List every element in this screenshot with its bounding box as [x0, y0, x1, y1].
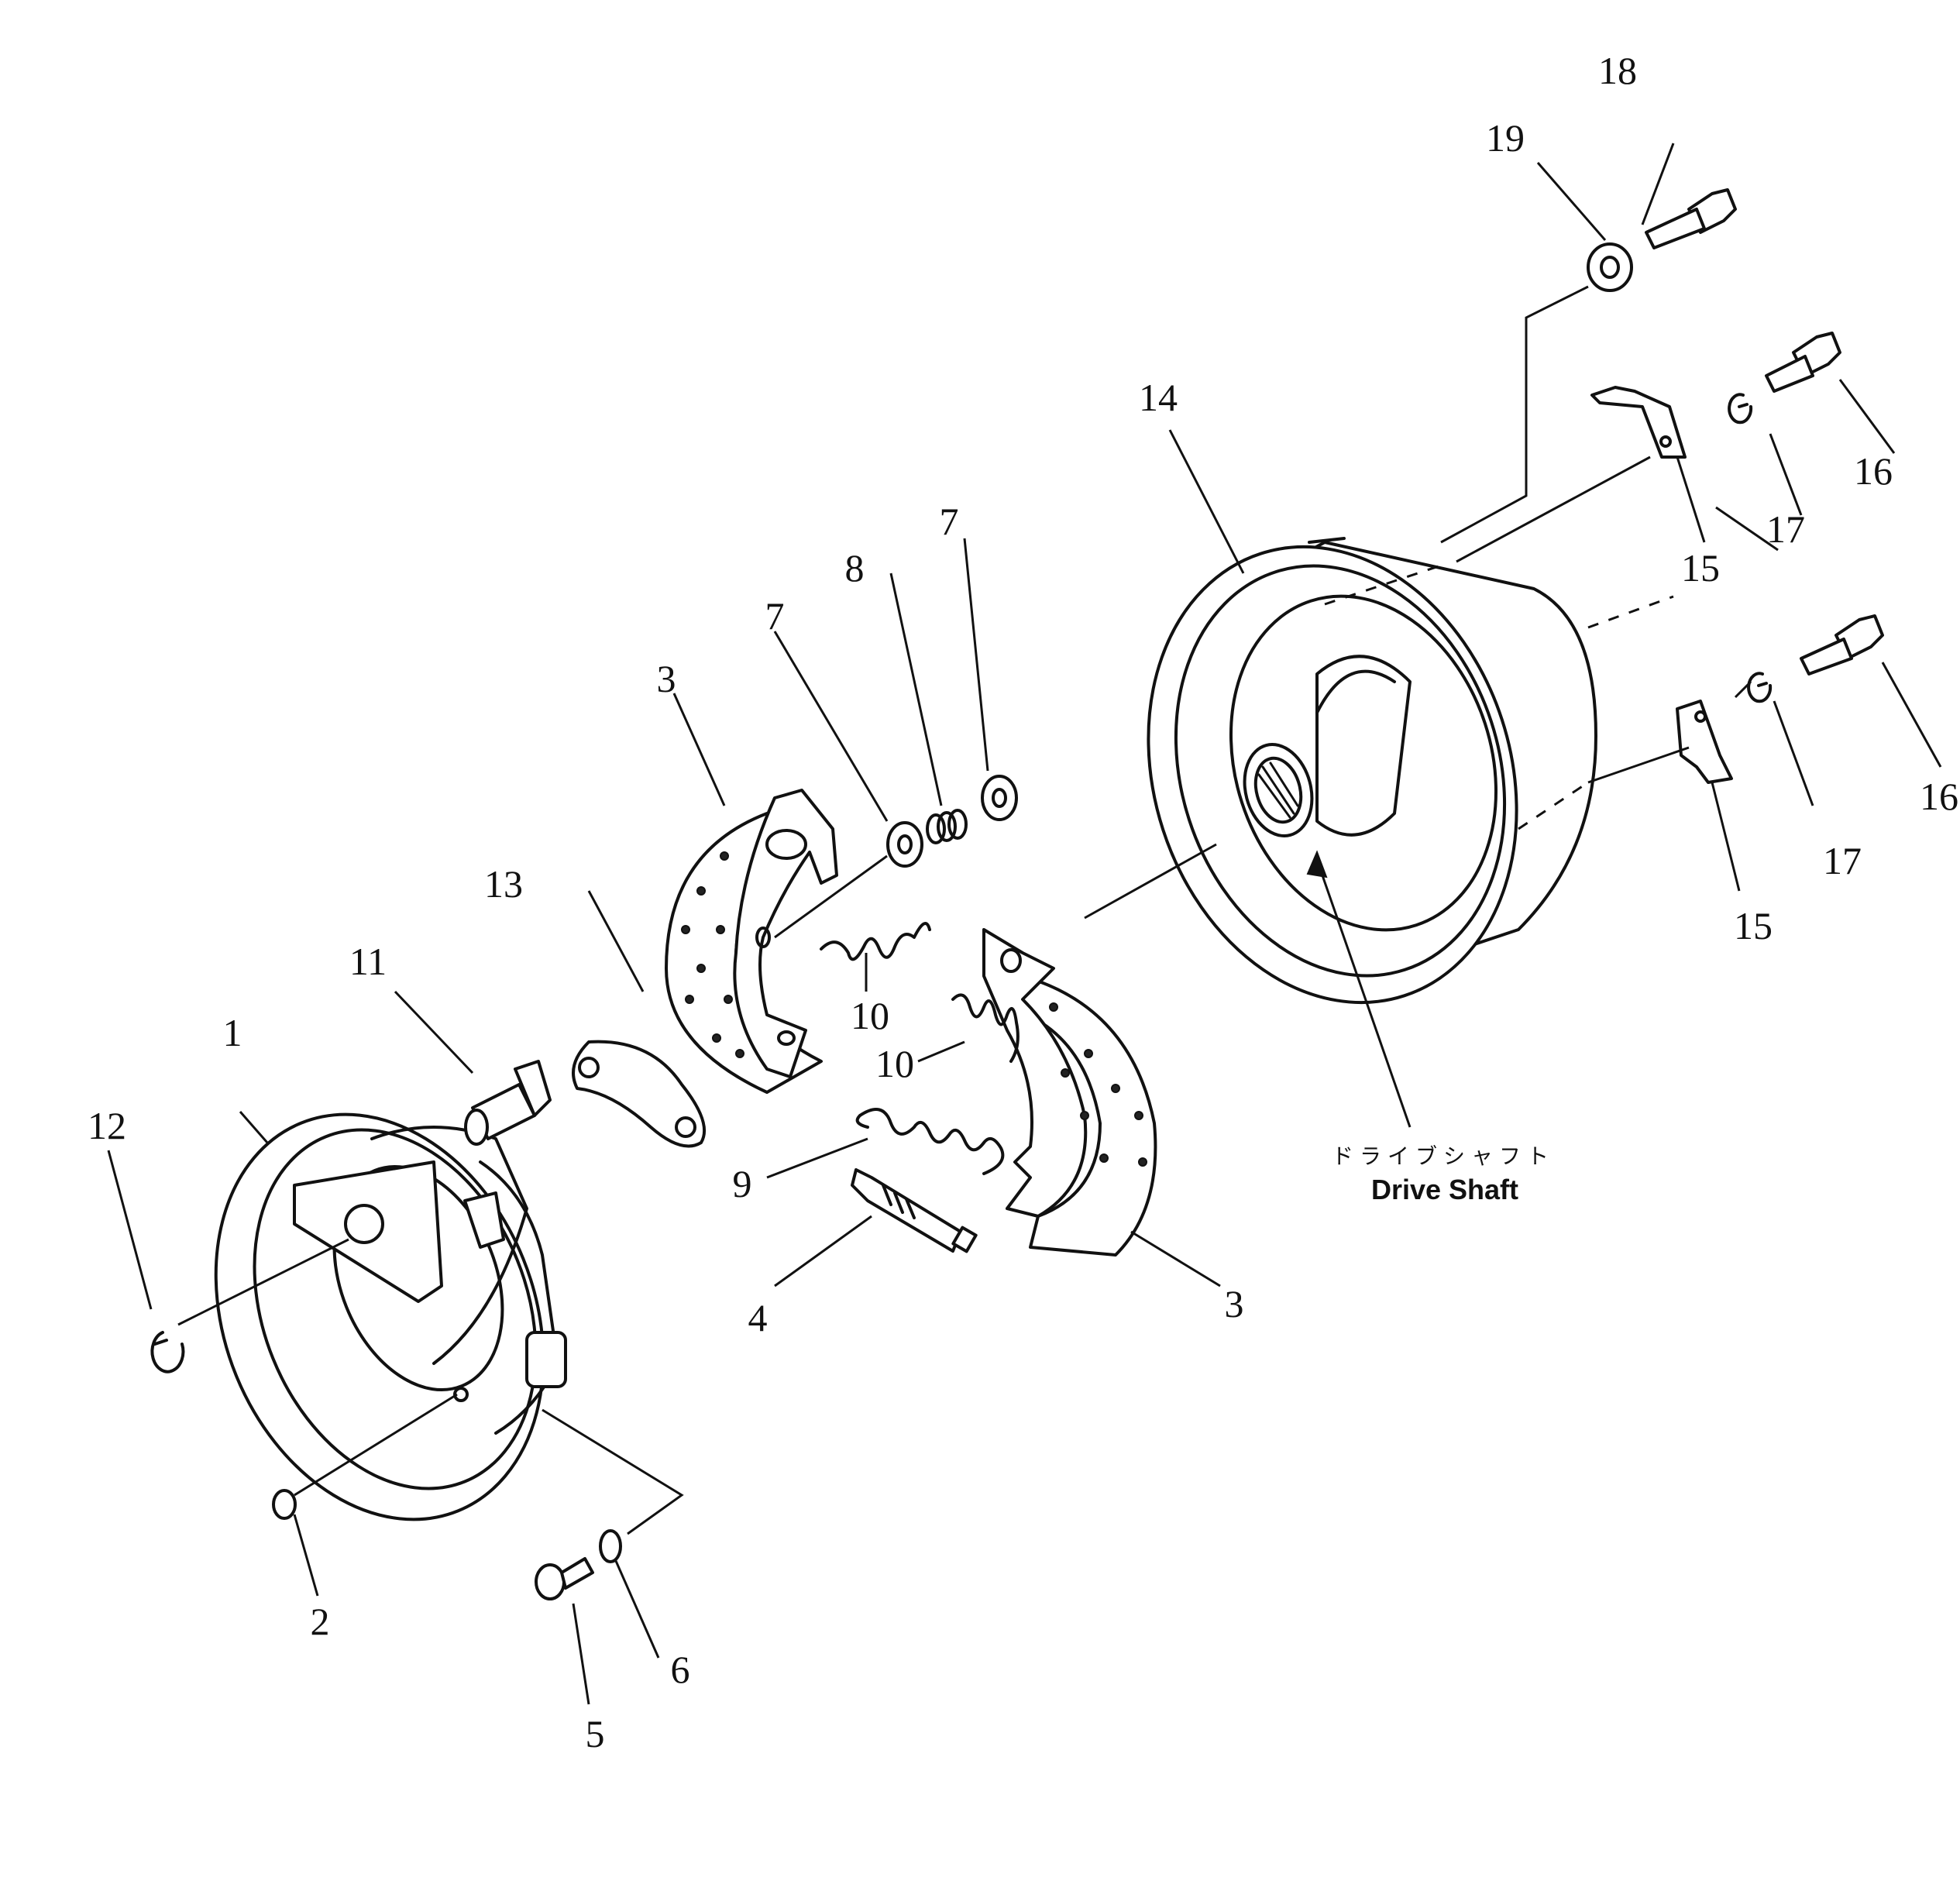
callout-numbers: 1 12 2 5 6 11 13 3 7 8 7 10 10 9 4 3 14 … — [88, 49, 1958, 1755]
callout-15-lower: 15 — [1734, 904, 1773, 947]
lock-washer-17-lower-part — [1747, 672, 1773, 703]
callout-19: 19 — [1486, 116, 1525, 160]
bolt-18-part — [1645, 188, 1737, 249]
brake-drum-14-part — [1147, 537, 1597, 1005]
callout-17-lower: 17 — [1823, 839, 1862, 882]
callout-3-upper: 3 — [657, 657, 676, 700]
callout-18: 18 — [1598, 49, 1637, 92]
washer-19-part — [1587, 242, 1633, 292]
callout-10-upper: 10 — [851, 994, 889, 1037]
spring-8-part — [926, 809, 968, 844]
callout-15-upper: 15 — [1681, 546, 1720, 590]
plug-2-part — [272, 1489, 297, 1520]
washer-6-part — [599, 1529, 622, 1563]
spring-10-lower-part — [951, 993, 1020, 1063]
washer-7-left-part — [886, 821, 923, 868]
callout-16-lower: 16 — [1920, 775, 1958, 818]
callout-16-upper: 16 — [1854, 449, 1893, 493]
callout-13: 13 — [484, 862, 523, 906]
callout-5: 5 — [586, 1712, 605, 1755]
callout-14: 14 — [1139, 376, 1178, 419]
bracket-15-upper-part — [1590, 386, 1687, 459]
callout-7-left: 7 — [765, 594, 785, 638]
leader-lines — [107, 143, 1942, 1705]
lock-washer-17-upper-part — [1728, 393, 1753, 425]
drive-shaft-caption: ドライブシャフト Drive Shaft — [1332, 1143, 1555, 1205]
washer-7-right-part — [981, 775, 1018, 821]
callout-3-lower: 3 — [1225, 1282, 1244, 1325]
spring-10-upper-part — [820, 922, 931, 961]
bolt-16-lower-part — [1800, 614, 1884, 676]
bolt-16-upper-part — [1765, 332, 1841, 393]
clip-12-part — [150, 1331, 185, 1373]
callout-1: 1 — [223, 1011, 242, 1054]
adjuster-4-part — [851, 1168, 978, 1253]
caption-japanese: ドライブシャフト — [1332, 1143, 1555, 1169]
callout-10-lower: 10 — [875, 1042, 914, 1085]
callout-2: 2 — [311, 1600, 330, 1643]
anchor-pin-11-part — [464, 1060, 552, 1146]
link-plate-13-part — [572, 1040, 707, 1148]
bolt-5-part — [535, 1557, 594, 1600]
brake-shoe-3-upper-part — [665, 789, 838, 1094]
caption-english: Drive Shaft — [1371, 1174, 1518, 1205]
callout-12: 12 — [88, 1104, 126, 1147]
callout-8: 8 — [845, 546, 865, 590]
backing-plate-part — [214, 1112, 567, 1521]
callout-9: 9 — [733, 1162, 752, 1205]
bracket-15-lower-part — [1676, 700, 1733, 784]
callout-6: 6 — [671, 1648, 690, 1691]
callout-7-right: 7 — [940, 500, 959, 543]
callout-17-upper: 17 — [1766, 507, 1805, 551]
spring-9-part — [855, 1108, 1005, 1175]
callout-4: 4 — [748, 1296, 768, 1339]
brake-shoe-3-lower-part — [982, 928, 1157, 1257]
callout-11: 11 — [349, 940, 387, 983]
